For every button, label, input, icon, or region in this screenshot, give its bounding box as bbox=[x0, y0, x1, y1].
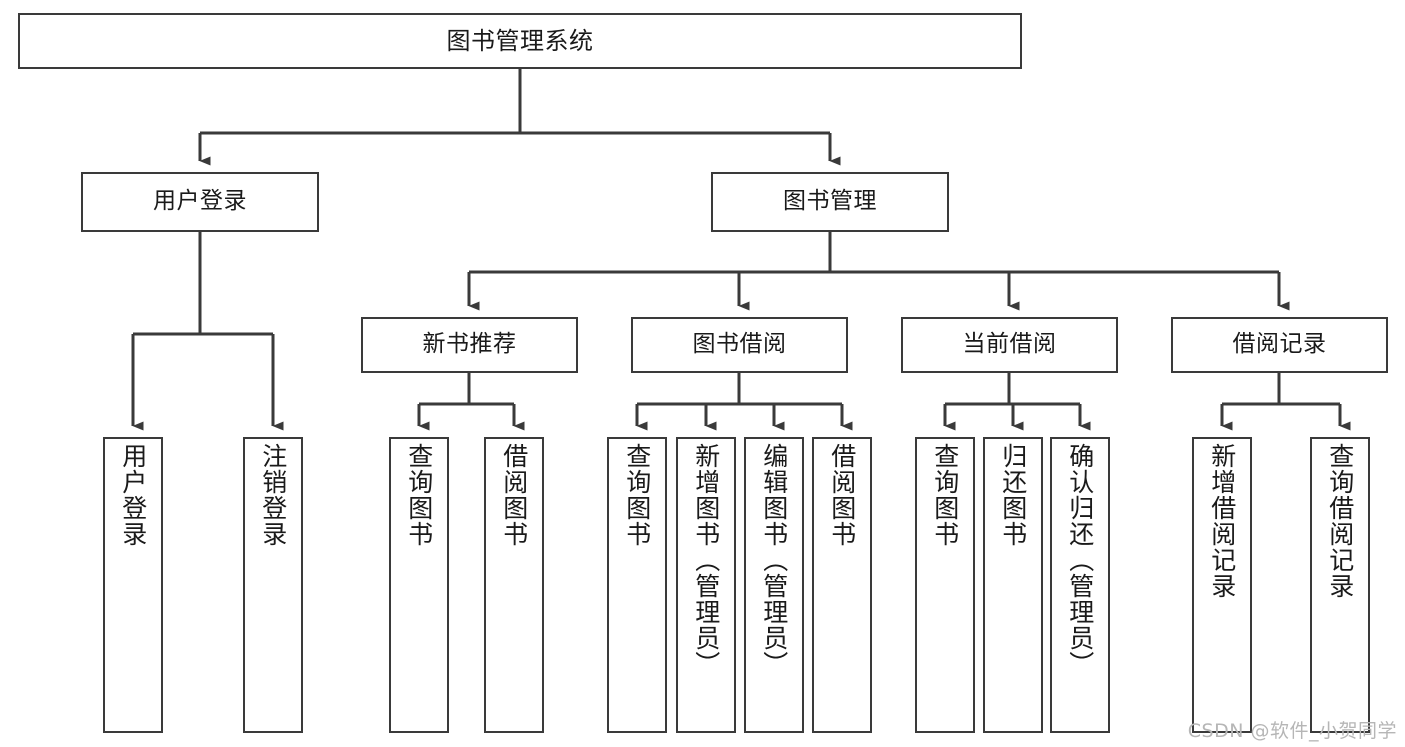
node-leaf-edit-book[interactable]: 编辑图书（管理员） bbox=[744, 437, 804, 733]
node-leaf-add-record-label: 新增借阅记录 bbox=[1207, 443, 1237, 599]
node-leaf-edit-book-label: 编辑图书（管理员） bbox=[759, 443, 789, 677]
node-leaf-query-book-2-label: 查询图书 bbox=[622, 443, 652, 547]
node-leaf-user-login[interactable]: 用户登录 bbox=[103, 437, 163, 733]
node-borrow-record-label: 借阅记录 bbox=[1232, 331, 1327, 358]
node-new-book-rec[interactable]: 新书推荐 bbox=[361, 317, 578, 373]
node-user-login-label: 用户登录 bbox=[153, 188, 247, 215]
node-current-borrow-label: 当前借阅 bbox=[962, 331, 1057, 358]
node-leaf-borrow-book-1[interactable]: 借阅图书 bbox=[484, 437, 544, 733]
node-book-borrow-label: 图书借阅 bbox=[692, 331, 787, 358]
node-leaf-borrow-book-2[interactable]: 借阅图书 bbox=[812, 437, 872, 733]
node-root-label: 图书管理系统 bbox=[446, 26, 594, 55]
node-book-borrow[interactable]: 图书借阅 bbox=[631, 317, 848, 373]
node-book-manage[interactable]: 图书管理 bbox=[711, 172, 949, 232]
node-leaf-return-book-label: 归还图书 bbox=[998, 443, 1028, 547]
node-leaf-query-record[interactable]: 查询借阅记录 bbox=[1310, 437, 1370, 733]
node-leaf-add-record[interactable]: 新增借阅记录 bbox=[1192, 437, 1252, 733]
node-leaf-confirm-return[interactable]: 确认归还（管理员） bbox=[1050, 437, 1110, 733]
node-root-system[interactable]: 图书管理系统 bbox=[18, 13, 1022, 69]
node-book-manage-label: 图书管理 bbox=[783, 188, 877, 215]
node-leaf-user-logout[interactable]: 注销登录 bbox=[243, 437, 303, 733]
node-user-login[interactable]: 用户登录 bbox=[81, 172, 319, 232]
node-leaf-user-logout-label: 注销登录 bbox=[258, 443, 288, 547]
node-leaf-query-book-1[interactable]: 查询图书 bbox=[389, 437, 449, 733]
node-new-book-rec-label: 新书推荐 bbox=[422, 331, 517, 358]
node-leaf-return-book[interactable]: 归还图书 bbox=[983, 437, 1043, 733]
node-leaf-borrow-book-2-label: 借阅图书 bbox=[827, 443, 857, 547]
node-leaf-query-book-3[interactable]: 查询图书 bbox=[915, 437, 975, 733]
node-borrow-record[interactable]: 借阅记录 bbox=[1171, 317, 1388, 373]
node-leaf-borrow-book-1-label: 借阅图书 bbox=[499, 443, 529, 547]
node-leaf-add-book-label: 新增图书（管理员） bbox=[691, 443, 721, 677]
node-leaf-user-login-label: 用户登录 bbox=[118, 443, 148, 547]
node-leaf-query-book-3-label: 查询图书 bbox=[930, 443, 960, 547]
node-current-borrow[interactable]: 当前借阅 bbox=[901, 317, 1118, 373]
node-leaf-query-book-1-label: 查询图书 bbox=[404, 443, 434, 547]
node-leaf-query-book-2[interactable]: 查询图书 bbox=[607, 437, 667, 733]
node-leaf-query-record-label: 查询借阅记录 bbox=[1325, 443, 1355, 599]
watermark-text: CSDN @软件_小贺同学 bbox=[1187, 720, 1397, 742]
node-leaf-confirm-return-label: 确认归还（管理员） bbox=[1065, 443, 1095, 677]
node-leaf-add-book[interactable]: 新增图书（管理员） bbox=[676, 437, 736, 733]
